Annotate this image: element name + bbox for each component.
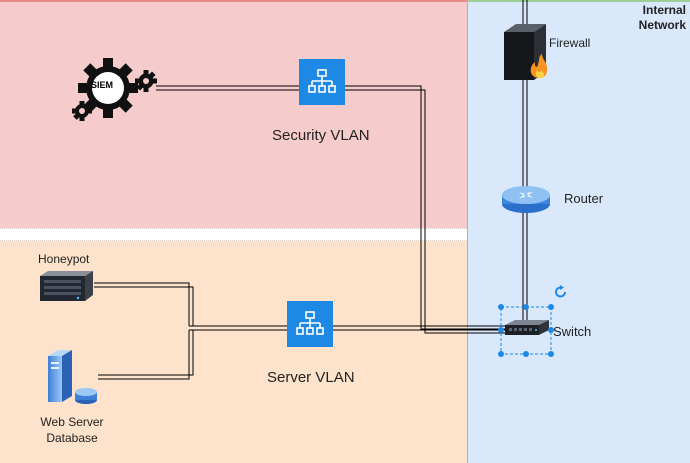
rack-server-icon xyxy=(40,271,93,301)
honeypot-node[interactable] xyxy=(36,270,94,302)
selection-box[interactable] xyxy=(497,303,557,359)
connector-webserver-b[interactable] xyxy=(98,330,194,376)
connector-honeypot-b[interactable] xyxy=(94,286,194,326)
switch-icon xyxy=(505,320,549,335)
network-icon xyxy=(308,69,336,93)
rotate-handle-icon[interactable] xyxy=(554,285,568,299)
resize-handle[interactable] xyxy=(523,304,529,310)
security-vlan-label: Security VLAN xyxy=(272,127,370,144)
resize-handle[interactable] xyxy=(548,304,554,310)
resize-handle[interactable] xyxy=(498,351,504,357)
router-node[interactable] xyxy=(500,180,552,216)
honeypot-label: Honeypot xyxy=(38,252,90,266)
router-label: Router xyxy=(564,191,604,206)
siem-label: SIEM xyxy=(91,80,114,90)
connector-security-switch-a[interactable] xyxy=(345,85,505,330)
security-vlan-node[interactable] xyxy=(299,59,345,105)
gears-icon xyxy=(72,58,157,121)
connector-security-switch-b[interactable] xyxy=(345,89,505,334)
switch-node[interactable] xyxy=(503,308,551,354)
firewall-icon xyxy=(504,24,548,80)
firewall-label: Firewall xyxy=(549,36,591,50)
internal-network-title: Internal Network xyxy=(638,3,686,32)
server-vlan-label: Server VLAN xyxy=(267,369,355,386)
network-icon xyxy=(296,311,324,335)
router-icon xyxy=(502,186,550,213)
connector-honeypot-a[interactable] xyxy=(94,282,190,326)
resize-handle[interactable] xyxy=(548,327,554,333)
web-server-node[interactable] xyxy=(42,348,100,408)
web-server-label: Web Server Database xyxy=(40,415,104,445)
resize-handle[interactable] xyxy=(498,304,504,310)
server-database-icon xyxy=(48,350,97,404)
resize-handle[interactable] xyxy=(498,327,504,333)
firewall-node[interactable] xyxy=(500,20,552,84)
switch-label: Switch xyxy=(553,324,592,339)
zone-separator xyxy=(0,228,467,241)
siem-node[interactable] xyxy=(70,54,160,124)
connector-webserver-a[interactable] xyxy=(98,330,190,380)
server-vlan-node[interactable] xyxy=(287,301,333,347)
resize-handle[interactable] xyxy=(523,351,529,357)
resize-handle[interactable] xyxy=(548,351,554,357)
